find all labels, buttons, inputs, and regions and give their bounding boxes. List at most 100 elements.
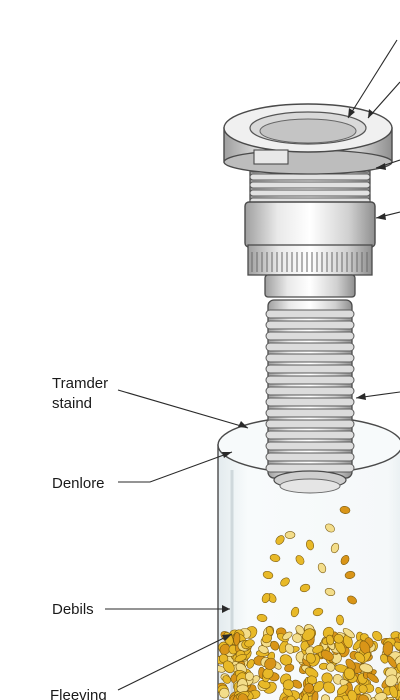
kernel <box>347 595 357 605</box>
kernel <box>358 694 369 700</box>
kernel <box>290 606 300 618</box>
kernel <box>286 695 296 700</box>
kernel <box>282 679 294 691</box>
kernel <box>372 630 383 642</box>
coupling-thread <box>249 173 371 181</box>
kernel <box>282 631 293 640</box>
kernel <box>312 607 324 617</box>
scattered-kernels <box>256 506 357 646</box>
kernel <box>317 562 327 574</box>
pipe-rib <box>265 353 355 363</box>
kernel <box>284 531 296 539</box>
kernel <box>396 662 400 673</box>
kernel <box>301 628 316 641</box>
pipe-rib <box>265 441 355 451</box>
kernel <box>246 659 255 669</box>
kernel <box>256 614 268 622</box>
kernel <box>312 644 324 654</box>
kernel <box>393 641 400 652</box>
kernel <box>285 643 295 654</box>
pipe-rib <box>265 408 355 418</box>
pipe-rib <box>265 419 355 429</box>
kernel <box>336 614 344 626</box>
kernel <box>326 634 334 646</box>
kernel <box>387 699 399 700</box>
kernel <box>269 554 281 562</box>
kernel <box>334 695 344 700</box>
kernel <box>280 577 290 587</box>
kernel <box>244 671 254 681</box>
leader-lines <box>105 39 400 691</box>
pipe-rib <box>265 430 355 440</box>
kernel <box>219 687 230 699</box>
kernel <box>323 681 336 694</box>
kernel <box>336 684 349 695</box>
pipe-rib <box>265 320 355 330</box>
kernel <box>397 680 400 695</box>
kernel <box>382 641 394 656</box>
kernel <box>339 506 351 514</box>
kernel <box>374 692 388 700</box>
label-fleeving: Fleeving <box>50 687 107 700</box>
coupling-thread <box>249 181 371 189</box>
kernel <box>261 592 271 604</box>
kernel <box>265 626 274 636</box>
kernel-pile <box>218 624 400 700</box>
kernel <box>344 571 356 579</box>
pipe-rib <box>265 452 355 462</box>
kernel <box>343 667 355 680</box>
kernel <box>275 535 285 545</box>
kernel <box>295 555 305 565</box>
kernel <box>347 689 358 700</box>
kernel <box>397 632 400 644</box>
label-transfer-stand-line2: staind <box>52 395 92 412</box>
coupling-thread <box>249 189 371 197</box>
pipe-rib <box>265 331 355 341</box>
kernel <box>270 640 280 651</box>
kernel <box>386 655 397 669</box>
kernel <box>219 643 231 655</box>
kernel <box>342 628 355 639</box>
kernel <box>358 684 368 694</box>
kernel <box>279 654 293 666</box>
kernel <box>345 658 356 671</box>
kernel <box>284 663 295 673</box>
kernel <box>330 542 340 554</box>
kernel <box>385 674 398 687</box>
kernel <box>262 668 274 679</box>
kernel <box>354 652 366 663</box>
kernel <box>292 633 303 643</box>
kernel <box>244 639 255 648</box>
kernel <box>262 570 274 580</box>
label-debris: Debils <box>52 601 94 618</box>
pipe-rib <box>265 375 355 385</box>
kernel <box>305 652 316 664</box>
kernel <box>222 675 231 684</box>
pipe-rib <box>265 386 355 396</box>
threaded-coupling <box>244 159 376 298</box>
pipe-rib <box>265 397 355 407</box>
kernel <box>326 662 336 672</box>
kernel <box>295 625 305 635</box>
kernel <box>299 583 311 593</box>
kernel <box>321 694 330 700</box>
lower-ribbed-pipe <box>265 299 355 494</box>
kernel <box>333 633 344 644</box>
kernel <box>237 693 249 700</box>
pipe-rib <box>265 309 355 319</box>
kernel <box>320 650 334 661</box>
label-transfer-stand-line1: Tramder <box>52 375 108 392</box>
kernel <box>340 555 350 565</box>
pipe-rib <box>265 364 355 374</box>
kernel <box>303 683 314 694</box>
kernel <box>325 523 335 533</box>
kernel <box>313 680 325 693</box>
kernel <box>233 632 241 646</box>
kernel <box>264 657 277 670</box>
kernel <box>305 539 315 551</box>
kernel <box>324 587 336 597</box>
pipe-rib <box>265 342 355 352</box>
kernel <box>366 672 379 683</box>
kernel <box>218 665 226 673</box>
